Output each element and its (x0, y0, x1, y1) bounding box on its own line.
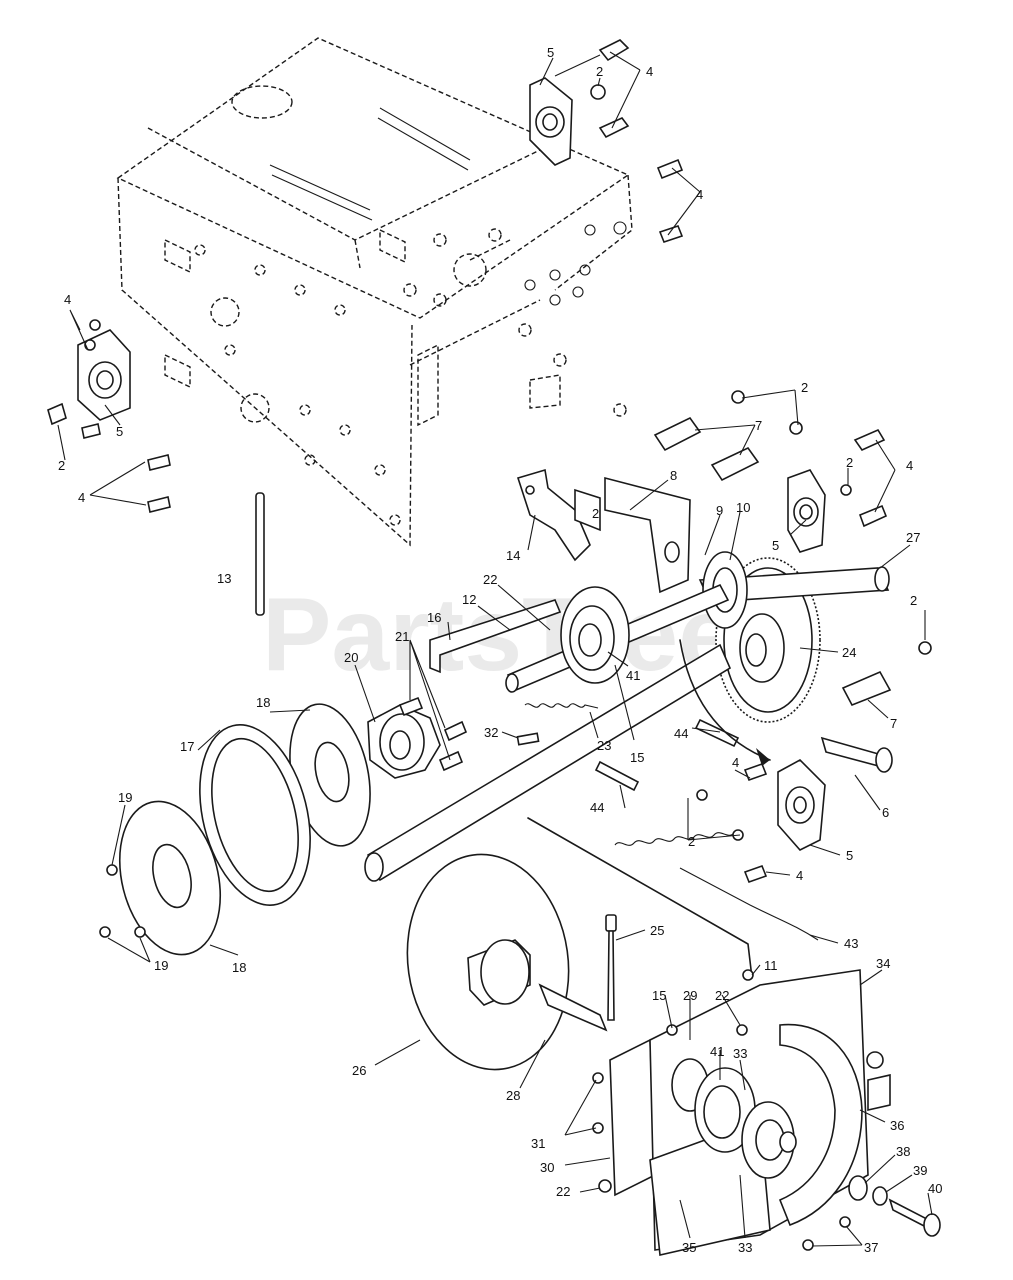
callout-7: 7 (890, 716, 897, 731)
spring-43 (614, 832, 819, 941)
belt-guard-36 (778, 1023, 863, 1227)
bearing-15-upper (560, 586, 630, 684)
callout-36: 36 (890, 1118, 904, 1133)
callout-27: 27 (906, 530, 920, 545)
callout-15: 15 (630, 750, 644, 765)
callout-44: 44 (674, 726, 688, 741)
spring-23 (524, 703, 599, 709)
callout-39: 39 (913, 1163, 927, 1178)
callout-29: 29 (683, 988, 697, 1003)
callout-13: 13 (217, 571, 231, 586)
callout-14: 14 (506, 548, 520, 563)
callout-9: 9 (716, 503, 723, 518)
leader-lines (57, 51, 933, 1247)
assembly-arrow (679, 639, 771, 766)
callout-4: 4 (696, 187, 703, 202)
callout-30: 30 (540, 1160, 554, 1175)
callout-2: 2 (58, 458, 65, 473)
callout-2: 2 (592, 506, 599, 521)
callout-38: 38 (896, 1144, 910, 1159)
callout-17: 17 (180, 739, 194, 754)
callout-4: 4 (796, 868, 803, 883)
callout-44: 44 (590, 800, 604, 815)
drive-plate-26 (406, 853, 608, 1071)
callout-4: 4 (732, 755, 739, 770)
callout-5: 5 (547, 45, 554, 60)
right-upper-bearing-flange (787, 428, 888, 553)
housing-fasteners (524, 221, 627, 306)
callout-41: 41 (626, 668, 640, 683)
callout-41: 41 (710, 1044, 724, 1059)
callout-2: 2 (801, 380, 808, 395)
pin-13 (255, 492, 265, 616)
callout-2: 2 (688, 834, 695, 849)
bolt-25 (605, 914, 617, 1021)
callout-19: 19 (154, 958, 168, 973)
callout-6: 6 (882, 805, 889, 820)
callout-32: 32 (484, 725, 498, 740)
callout-5: 5 (772, 538, 779, 553)
callout-24: 24 (842, 645, 856, 660)
callout-5: 5 (116, 424, 123, 439)
top-bearing-flange (529, 39, 684, 243)
callout-34: 34 (876, 956, 890, 971)
callout-22: 22 (715, 988, 729, 1003)
callout-labels: 5 2 4 4 4 5 2 4 13 2 7 8 2 4 2 14 9 10 5… (58, 45, 942, 1255)
hex-shaft (364, 643, 732, 882)
keys (516, 718, 740, 792)
callout-11: 11 (764, 958, 778, 973)
callout-4: 4 (906, 458, 913, 473)
callout-4: 4 (64, 292, 71, 307)
callout-4: 4 (78, 490, 85, 505)
callout-7: 7 (755, 418, 762, 433)
callout-31: 31 (531, 1136, 545, 1151)
callout-33: 33 (738, 1240, 752, 1255)
washers-bolt-40 (802, 1175, 941, 1251)
callout-2: 2 (846, 455, 853, 470)
callout-15: 15 (652, 988, 666, 1003)
frame-housing (116, 37, 633, 547)
callout-12: 12 (462, 592, 476, 607)
hub-20 (367, 696, 468, 779)
callout-18: 18 (256, 695, 270, 710)
friction-discs (99, 703, 371, 956)
callout-33: 33 (733, 1046, 747, 1061)
callout-20: 20 (344, 650, 358, 665)
spacers-upper (653, 390, 803, 482)
callout-18: 18 (232, 960, 246, 975)
callout-2: 2 (596, 64, 603, 79)
brackets-8-14 (516, 468, 691, 594)
callout-28: 28 (506, 1088, 520, 1103)
callout-37: 37 (864, 1240, 878, 1255)
callout-23: 23 (597, 738, 611, 753)
callout-16: 16 (427, 610, 441, 625)
callout-4: 4 (646, 64, 653, 79)
callout-19: 19 (118, 790, 132, 805)
callout-22: 22 (556, 1184, 570, 1199)
callout-8: 8 (670, 468, 677, 483)
callout-40: 40 (928, 1181, 942, 1196)
watermark-text: PartsTree (262, 577, 736, 693)
callout-22: 22 (483, 572, 497, 587)
callout-21: 21 (395, 629, 409, 644)
callout-26: 26 (352, 1063, 366, 1078)
callout-43: 43 (844, 936, 858, 951)
callout-10: 10 (736, 500, 750, 515)
left-bearing-flange (47, 319, 171, 513)
callout-2: 2 (910, 593, 917, 608)
lower-bearing-flange (696, 641, 932, 884)
callout-25: 25 (650, 923, 664, 938)
rod-11 (527, 817, 754, 981)
callout-5: 5 (846, 848, 853, 863)
pulleys-33 (694, 1067, 797, 1179)
callout-35: 35 (682, 1240, 696, 1255)
